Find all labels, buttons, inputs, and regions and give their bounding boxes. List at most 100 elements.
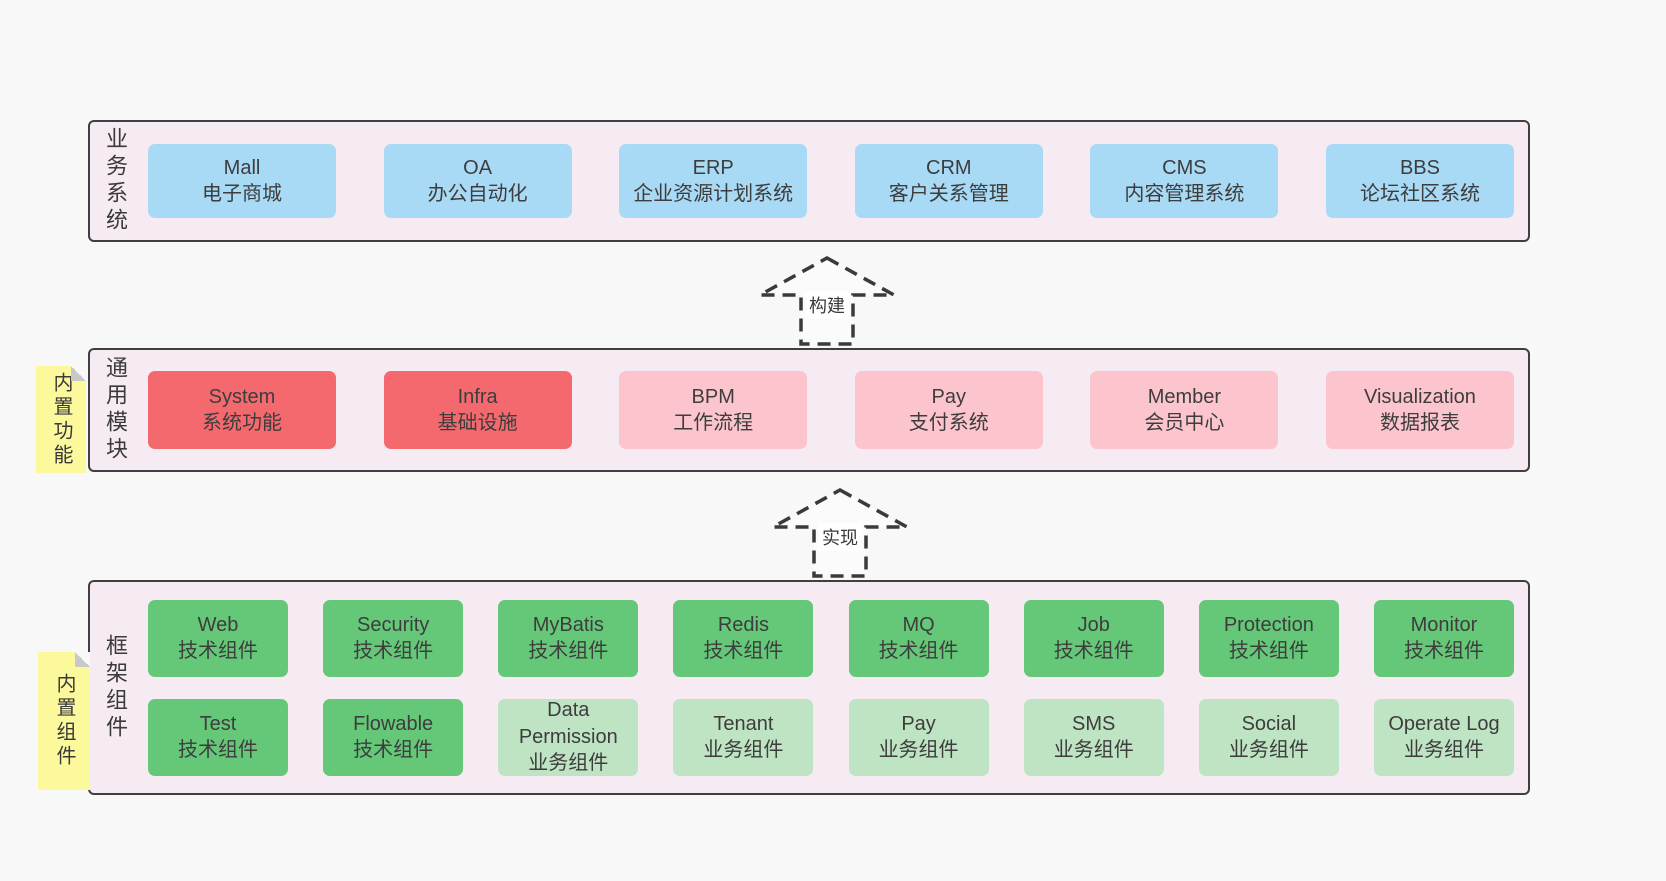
box-subtitle: 技术组件 (528, 640, 609, 662)
box-subtitle: 技术组件 (178, 739, 258, 761)
box-subtitle: 业务组件 (528, 752, 609, 775)
box-subtitle: 业务组件 (703, 739, 784, 761)
box-title: Test (199, 712, 237, 735)
box-subtitle: 技术组件 (1228, 640, 1309, 662)
box-subtitle: 客户关系管理 (888, 183, 1009, 205)
box-title: SMS (1072, 712, 1116, 735)
component-box-test: Test 技术组件 (148, 698, 288, 776)
box-subtitle: 会员中心 (1144, 412, 1225, 434)
box-title: ERP (692, 156, 734, 179)
box-title: Job (1077, 613, 1110, 636)
module-box-pay: Pay 支付系统 (854, 371, 1043, 449)
box-subtitle: 技术组件 (178, 640, 258, 662)
band-framework-components-label: 框架组件 (103, 633, 128, 742)
framework-components-row-2: Test 技术组件 Flowable 技术组件 Data Permission … (148, 698, 1514, 776)
box-title: Visualization (1364, 385, 1476, 408)
box-subtitle: 技术组件 (1053, 640, 1134, 662)
box-title: Data Permission (518, 699, 618, 748)
component-box-flowable: Flowable 技术组件 (323, 698, 464, 776)
box-subtitle: 办公自动化 (427, 183, 528, 205)
component-box-pay: Pay 业务组件 (848, 698, 989, 776)
box-title: Flowable (353, 712, 434, 735)
component-box-mybatis: MyBatis 技术组件 (498, 599, 639, 677)
band-business-systems-label: 业务系统 (103, 127, 128, 235)
box-title: CRM (926, 156, 972, 179)
box-title: OA (463, 156, 493, 179)
band-common-modules: 通用模块 System 系统功能 Infra 基础设施 BPM 工作流程 Pay… (88, 348, 1530, 472)
box-title: Pay (901, 712, 936, 735)
box-title: Mall (223, 156, 261, 179)
box-subtitle: 内容管理系统 (1124, 183, 1245, 205)
component-box-tenant: Tenant 业务组件 (673, 698, 814, 776)
box-subtitle: 技术组件 (1403, 640, 1484, 662)
component-box-redis: Redis 技术组件 (673, 599, 814, 677)
box-title: Monitor (1410, 613, 1478, 636)
band-framework-components: 框架组件 Web 技术组件 Security 技术组件 MyBatis 技术组件… (88, 580, 1530, 795)
box-title: System (208, 385, 276, 408)
box-subtitle: 业务组件 (1053, 739, 1134, 761)
box-title: Operate Log (1388, 712, 1500, 735)
builtin-component-note-label: 内置组件 (53, 673, 75, 769)
box-subtitle: 技术组件 (353, 739, 434, 761)
box-title: Redis (717, 613, 769, 636)
box-subtitle: 业务组件 (1228, 739, 1309, 761)
box-subtitle: 电子商城 (202, 183, 282, 205)
box-subtitle: 基础设施 (437, 412, 518, 434)
box-subtitle: 企业资源计划系统 (633, 183, 794, 205)
system-box-crm: CRM 客户关系管理 (854, 144, 1043, 218)
box-title: Protection (1223, 613, 1314, 636)
folded-corner-icon (71, 366, 86, 381)
module-box-bpm: BPM 工作流程 (619, 371, 808, 449)
box-subtitle: 工作流程 (673, 412, 754, 434)
framework-components-rows: Web 技术组件 Security 技术组件 MyBatis 技术组件 Redi… (126, 599, 1528, 776)
box-subtitle: 系统功能 (202, 412, 282, 434)
box-title: Tenant (713, 712, 774, 735)
component-box-social: Social 业务组件 (1198, 698, 1339, 776)
build-arrow: 构建 (757, 255, 897, 347)
business-systems-boxes: Mall 电子商城 OA 办公自动化 ERP 企业资源计划系统 CRM 客户关系… (126, 144, 1528, 218)
box-title: MyBatis (532, 613, 604, 636)
box-subtitle: 业务组件 (1403, 739, 1484, 761)
box-title: Web (197, 613, 239, 636)
system-box-erp: ERP 企业资源计划系统 (619, 144, 808, 218)
builtin-feature-note-label: 内置功能 (50, 371, 72, 468)
builtin-feature-note: 内置功能 (36, 366, 86, 473)
box-subtitle: 技术组件 (703, 640, 784, 662)
box-subtitle: 技术组件 (878, 640, 959, 662)
box-subtitle: 论坛社区系统 (1359, 183, 1480, 205)
module-box-infra: Infra 基础设施 (383, 371, 572, 449)
box-title: Pay (931, 385, 967, 408)
box-title: BBS (1399, 156, 1440, 179)
module-box-system: System 系统功能 (148, 371, 336, 449)
box-title: CMS (1162, 156, 1207, 179)
component-box-protection: Protection 技术组件 (1198, 599, 1339, 677)
band-business-systems: 业务系统 Mall 电子商城 OA 办公自动化 ERP 企业资源计划系统 CRM… (88, 120, 1530, 242)
box-title: Member (1147, 385, 1222, 408)
component-box-monitor: Monitor 技术组件 (1373, 599, 1514, 677)
box-title: Social (1241, 712, 1297, 735)
component-box-web: Web 技术组件 (148, 599, 288, 677)
component-box-operate-log: Operate Log 业务组件 (1373, 698, 1514, 776)
component-box-security: Security 技术组件 (323, 599, 464, 677)
band-common-modules-label: 通用模块 (103, 356, 128, 464)
box-title: Security (357, 613, 430, 636)
component-box-mq: MQ 技术组件 (848, 599, 989, 677)
box-title: BPM (691, 385, 735, 408)
box-title: Infra (457, 385, 498, 408)
module-box-member: Member 会员中心 (1090, 371, 1279, 449)
build-arrow-label: 构建 (805, 291, 849, 319)
box-title: MQ (902, 613, 935, 636)
implement-arrow-label: 实现 (818, 523, 862, 551)
common-modules-boxes: System 系统功能 Infra 基础设施 BPM 工作流程 Pay 支付系统… (126, 371, 1528, 449)
box-subtitle: 技术组件 (353, 640, 434, 662)
component-box-data-permission: Data Permission 业务组件 (498, 698, 639, 776)
system-box-oa: OA 办公自动化 (383, 144, 572, 218)
component-box-sms: SMS 业务组件 (1023, 698, 1164, 776)
box-subtitle: 业务组件 (878, 739, 959, 761)
builtin-component-note: 内置组件 (38, 652, 90, 790)
box-subtitle: 支付系统 (908, 412, 989, 434)
folded-corner-icon (75, 652, 90, 667)
system-box-mall: Mall 电子商城 (148, 144, 336, 218)
framework-components-row-1: Web 技术组件 Security 技术组件 MyBatis 技术组件 Redi… (148, 599, 1514, 677)
box-subtitle: 数据报表 (1379, 412, 1460, 434)
